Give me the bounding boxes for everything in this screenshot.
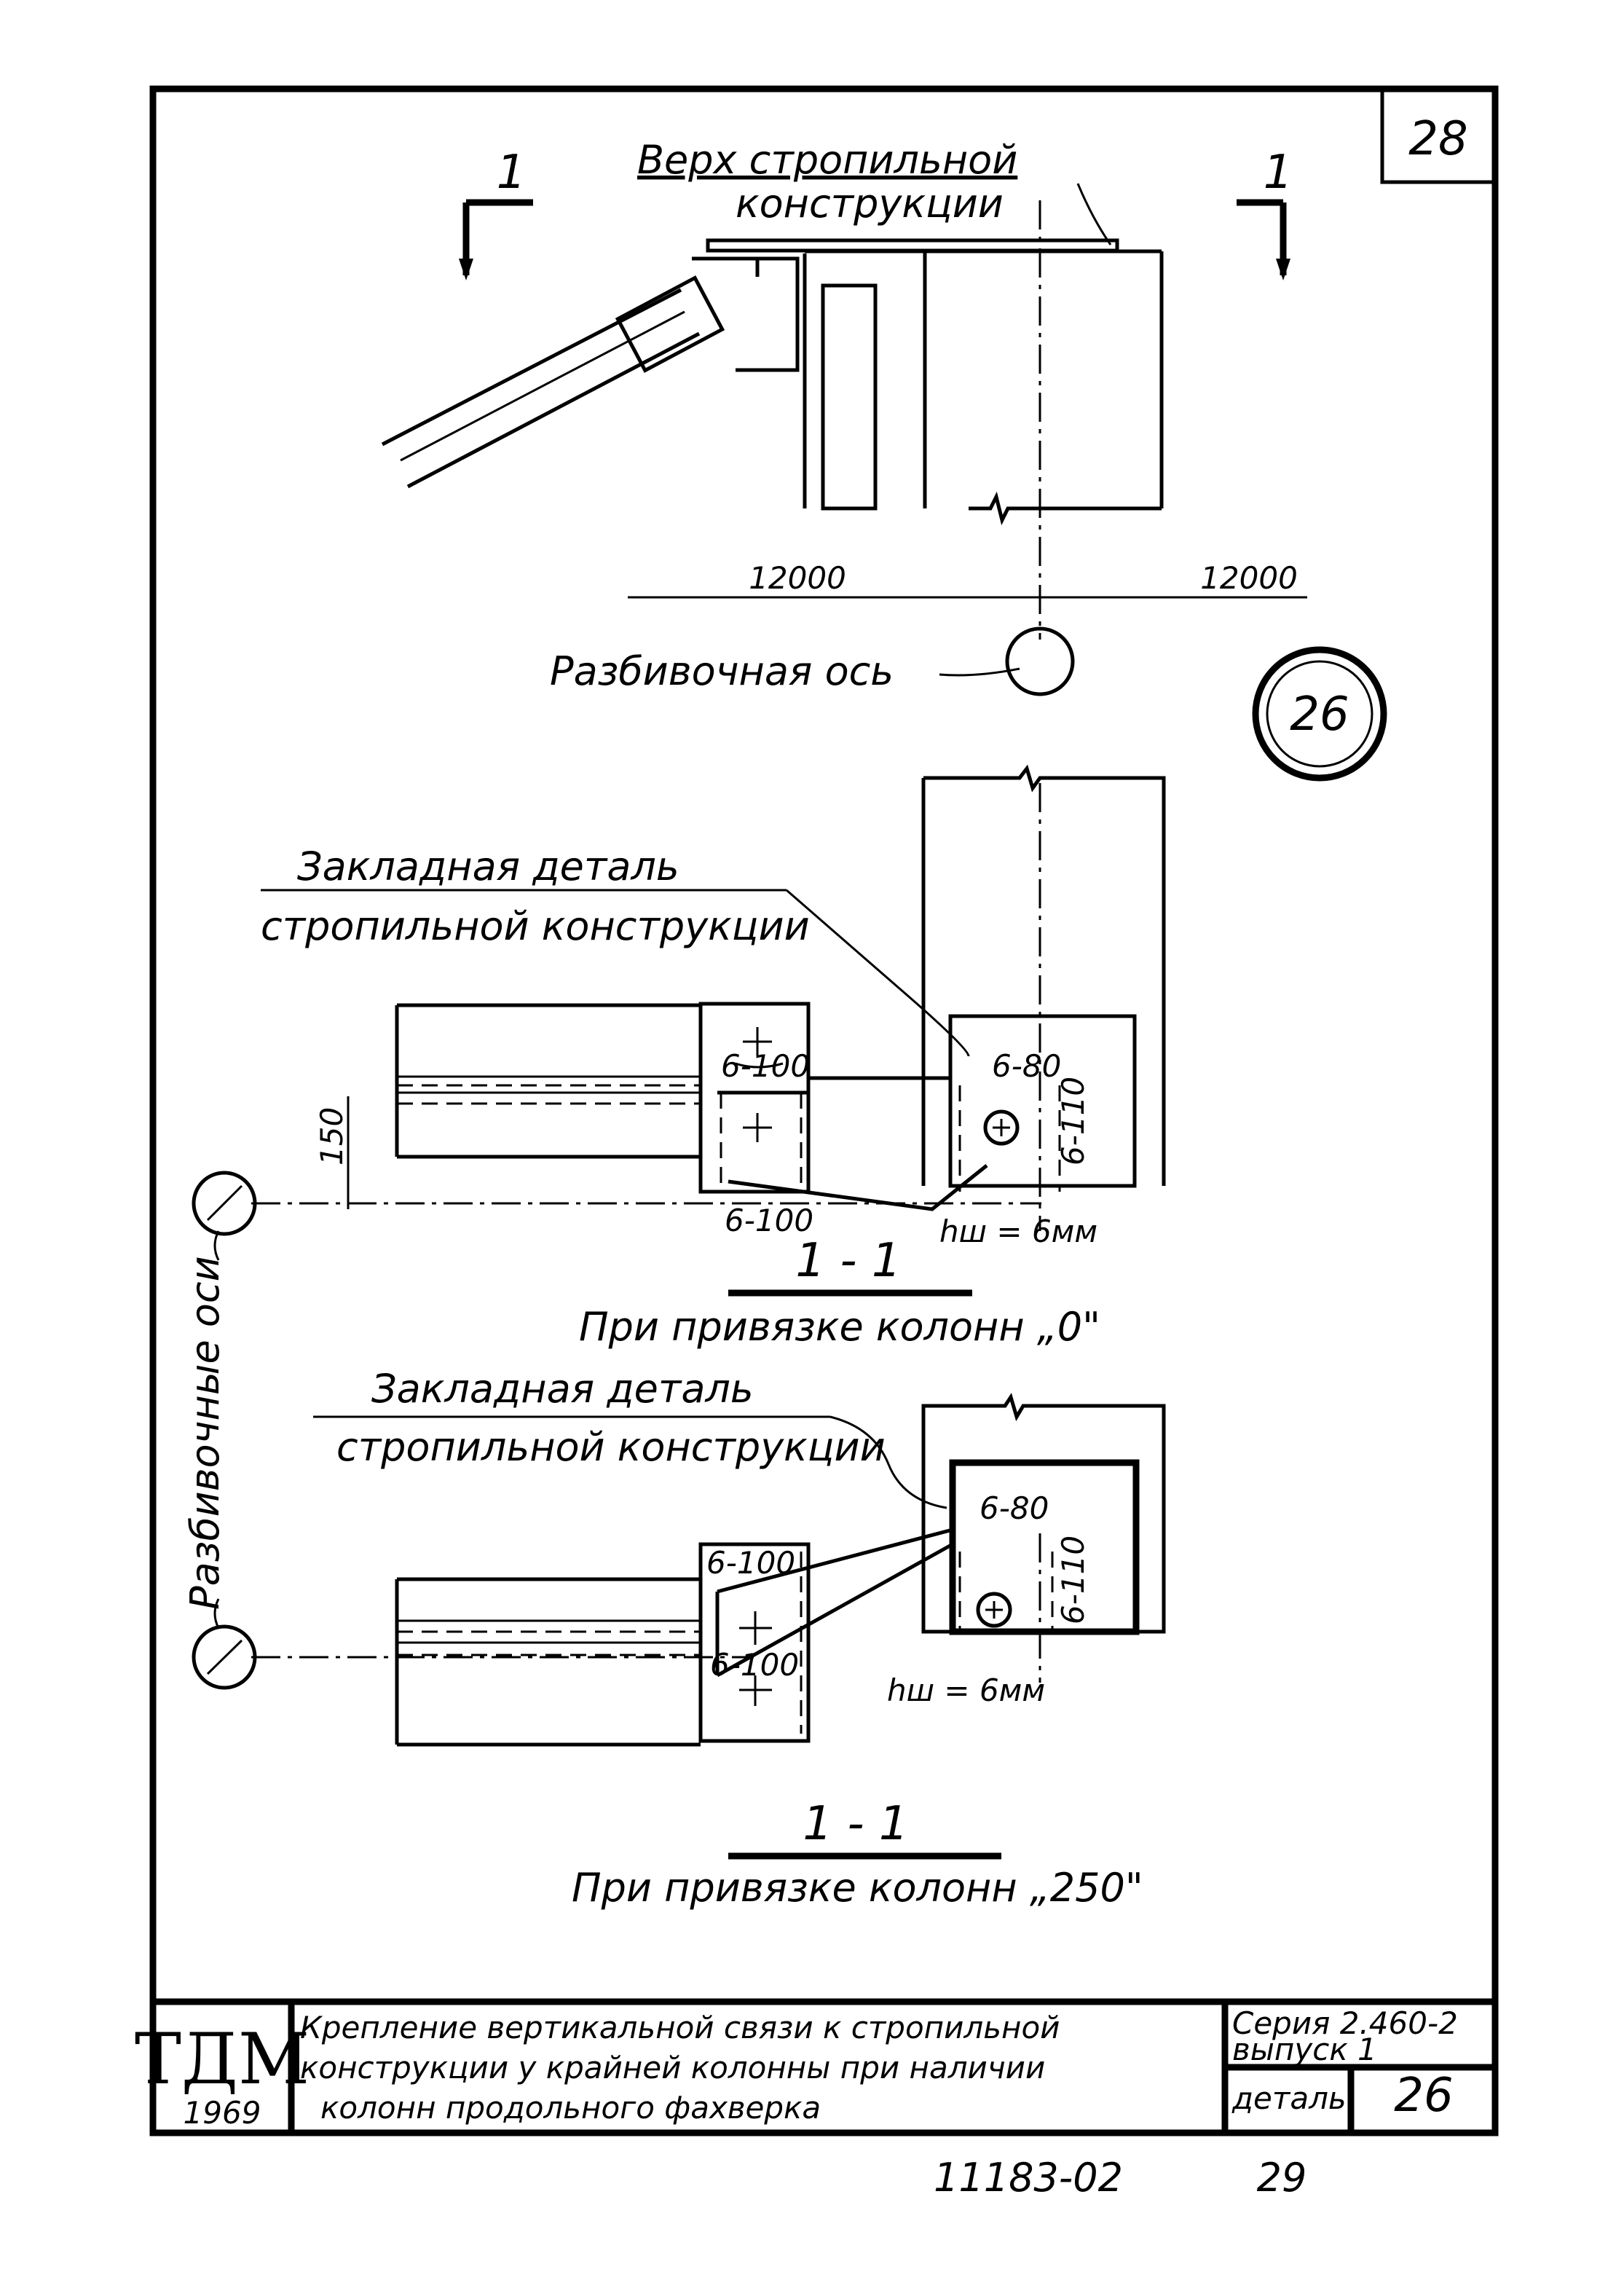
section-b-embedded-label-line2: стропильной конструкции [336,1424,886,1470]
axis-bubble-top [1005,626,1075,696]
axis-label-leader [939,667,1020,677]
roof-top-label-line1: Верх стропильной [637,137,1017,183]
section-a-embedded-label-line1: Закладная деталь [297,844,679,889]
detail-circle [1252,646,1387,782]
section-a-weld-left-bottom: 6-100 [725,1203,813,1238]
dimension-right: 12000 [1200,560,1298,596]
column-plan [803,249,1164,526]
section-b-caption: При привязке колонн „250" [572,1865,1143,1911]
section-b: Закладная деталь стропильной конструкции [251,1366,1166,1911]
page-number: 29 [1257,2155,1307,2201]
series-label: Серия 2.460-2 [1232,2005,1458,2041]
section-a-weld-height: hш = 6мм [939,1214,1097,1249]
section-b-weld-top: 6-80 [980,1490,1049,1526]
section-b-weld-left-bottom: 6-100 [710,1647,799,1683]
title-block-year: 1969 [184,2095,261,2131]
sheet-frame [149,85,1499,2136]
axis-label-top: Разбивочная ось [550,648,894,694]
detail-label: деталь [1231,2080,1347,2116]
section-a-embedded-label-line2: стропильной конструкции [261,903,810,949]
section-mark-left: 1 [459,146,533,280]
section-b-weld-right: 6-110 [1055,1536,1091,1624]
roof-top-label-line2: конструкции [736,181,1004,227]
section-a-caption: При привязке колонн „0" [579,1304,1100,1350]
brace-top [381,256,800,489]
section-mark-right: 1 [1237,146,1293,280]
section-b-title: 1 - 1 [803,1797,908,1851]
title-line-2: конструкции у крайней колонны при наличи… [300,2050,1045,2085]
section-a-dim-150: 150 [314,1107,350,1165]
section-a-title: 1 - 1 [795,1234,901,1288]
truss-top-plate [706,238,1119,253]
roof-top-leader [1076,183,1112,245]
section-b-weld-left-top: 6-100 [706,1545,795,1581]
section-b-embedded-label-line1: Закладная деталь [371,1366,754,1412]
section-a-weld-left-top: 6-100 [721,1048,810,1084]
section-a: Закладная деталь стропильной конструкции [251,764,1166,1350]
doc-number: 11183-02 [934,2155,1123,2201]
issue-label: выпуск 1 [1232,2032,1377,2067]
section-a-weld-top: 6-80 [992,1048,1061,1084]
detail-circle-label: 26 [1290,688,1349,742]
section-b-weld-height: hш = 6мм [887,1672,1045,1708]
detail-circle-inner [1266,660,1373,768]
title-block: ТДМ 1969 Крепление вертикальной связи к … [135,1998,1495,2133]
axes-label: Разбивочные оси [182,1256,228,1610]
section-a-weld-right: 6-110 [1055,1077,1091,1165]
section-mark-right-label: 1 [1264,146,1293,200]
sheet-number-box [1380,87,1497,184]
title-line-3: колонн продольного фахверка [320,2090,821,2126]
axes-markers: Разбивочные оси [182,1171,257,1690]
top-view: 1 1 Верх стропильной конструкции [381,137,1307,696]
sheet-number: 28 [1408,112,1467,166]
title-line-1: Крепление вертикальной связи к стропильн… [300,2010,1060,2045]
detail-value: 26 [1394,2069,1453,2123]
section-mark-left-label: 1 [497,146,527,200]
axis-bubble-a [192,1171,257,1236]
title-block-logo: ТДМ [135,2018,310,2100]
dimension-left: 12000 [749,560,846,596]
